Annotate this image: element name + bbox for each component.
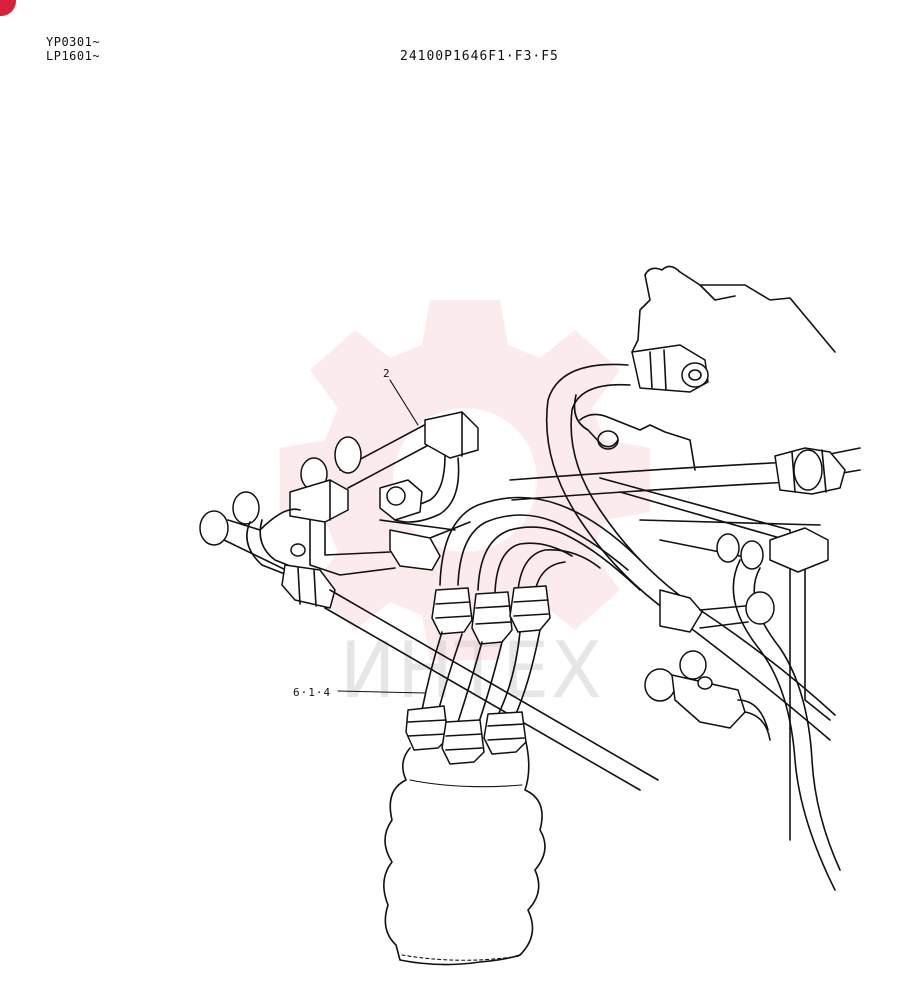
long-straight-pipe — [281, 564, 659, 791]
hose-bundle — [439, 496, 641, 593]
leader-line-614 — [337, 690, 426, 694]
swivel-joint — [383, 741, 546, 966]
part-number: 24100P1646F1·F3·F5 — [400, 49, 559, 64]
serial-line-2: LP1601~ — [46, 49, 101, 63]
left-fittings — [199, 491, 306, 579]
serial-line-1: YP0301~ — [46, 35, 101, 49]
upper-hose-fittings — [431, 585, 551, 645]
leader-line-2 — [389, 379, 419, 426]
center-clamp — [379, 479, 471, 571]
lower-hose-fittings — [405, 705, 527, 765]
hose-from-valve-b — [570, 383, 836, 716]
swivel-hoses — [421, 629, 541, 726]
callout-614: 6·1·4 — [293, 686, 332, 699]
pipe-clamp-right — [644, 650, 771, 741]
control-valve — [573, 265, 836, 471]
elbow-fitting — [631, 344, 709, 393]
serial-range: YP0301~ LP1601~ — [46, 35, 100, 63]
callout-2: 2 — [383, 367, 390, 380]
hose-upper-right — [509, 447, 861, 501]
hose-from-valve-a — [545, 363, 831, 741]
tube-right-group — [639, 519, 821, 633]
tube-assembly-2 — [289, 411, 479, 576]
